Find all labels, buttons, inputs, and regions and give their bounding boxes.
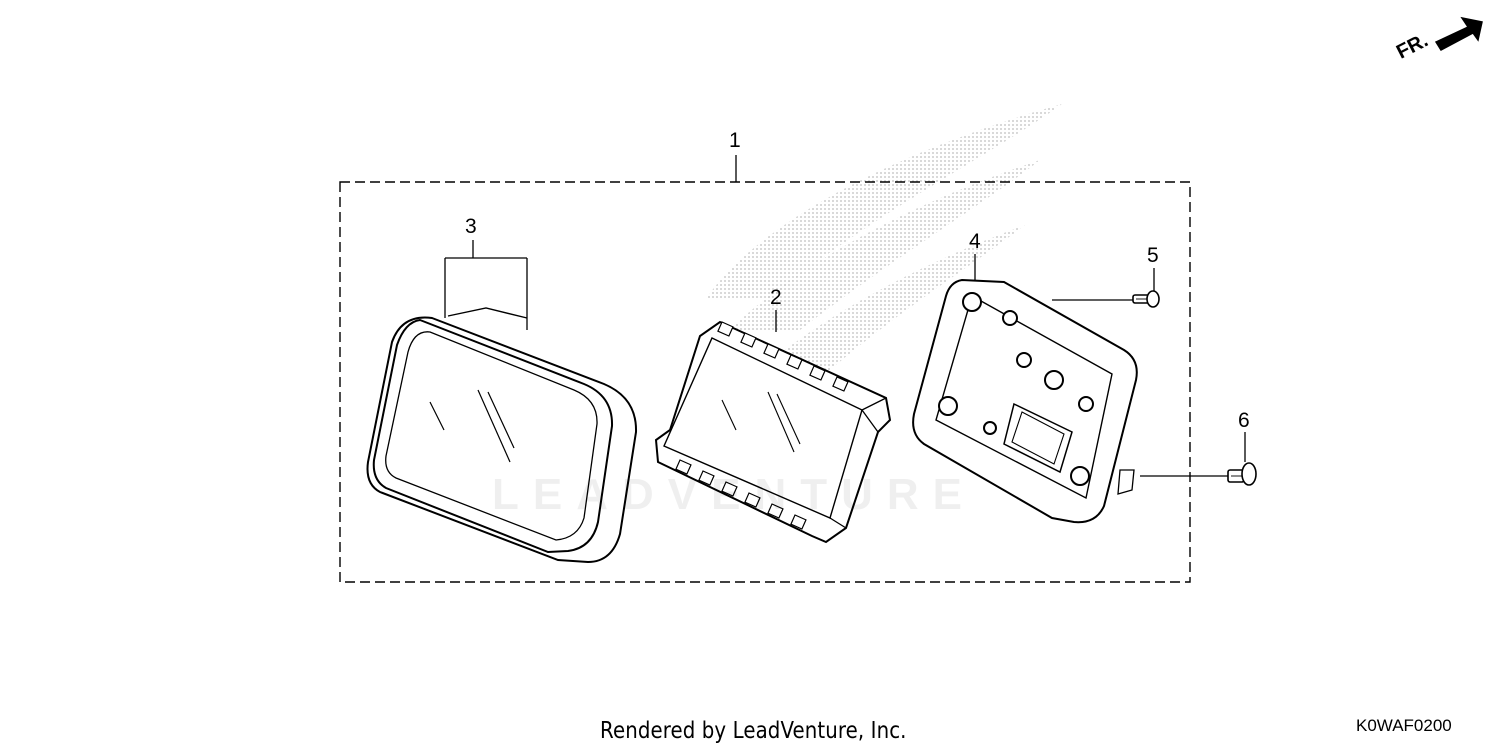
front-arrow-icon	[1434, 16, 1483, 51]
diagram-code: K0WAF0200	[1356, 716, 1452, 735]
watermark-logo	[705, 104, 1062, 370]
tab-row-bottom	[675, 459, 807, 530]
lens-cover-part	[366, 307, 638, 564]
callout-3[interactable]: 3	[465, 215, 477, 238]
screw-small-part	[1132, 290, 1160, 308]
inner-unit-part	[654, 320, 892, 544]
callout-4[interactable]: 4	[969, 230, 981, 253]
footer-credit: Rendered by LeadVenture, Inc.	[600, 718, 907, 744]
callout-2[interactable]: 2	[770, 286, 782, 309]
case-part	[912, 278, 1138, 524]
assembly-boundary	[339, 181, 1191, 583]
callout-5[interactable]: 5	[1147, 244, 1159, 267]
callout-1[interactable]: 1	[729, 129, 741, 152]
tab-row-top	[717, 321, 849, 392]
watermark-text: LEADVENTURE	[492, 470, 977, 519]
callout-6[interactable]: 6	[1238, 409, 1250, 432]
screw-large-part	[1227, 462, 1257, 486]
